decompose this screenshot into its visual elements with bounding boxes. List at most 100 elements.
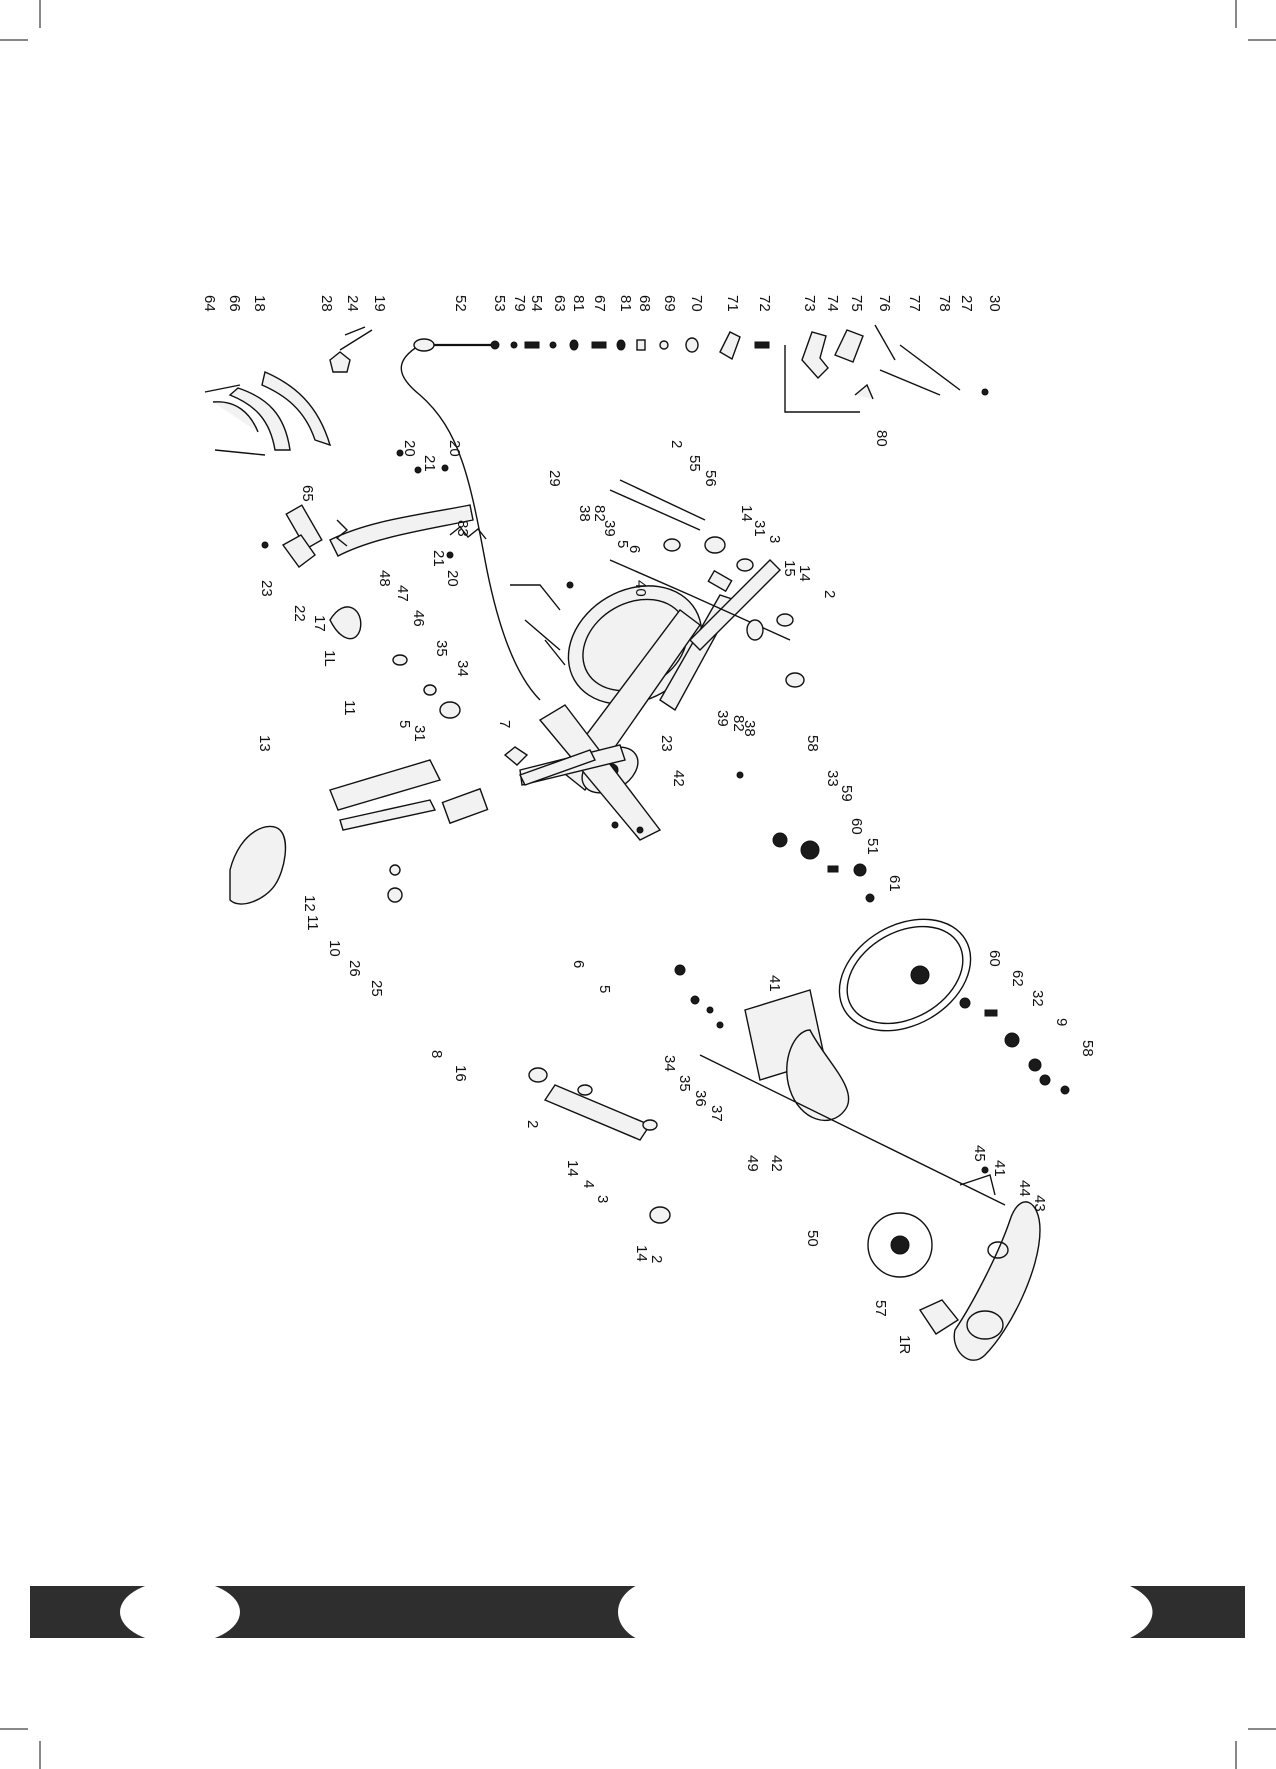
rear-stabilizer [528, 1067, 671, 1224]
bolt-38b [736, 771, 744, 779]
part-label-73: 73 [801, 295, 818, 312]
part-73 [801, 331, 829, 380]
stabilizer-bar-4 [543, 1084, 652, 1141]
part-9a [1028, 1058, 1042, 1072]
handlebar-assembly [204, 326, 373, 550]
part-70 [685, 337, 699, 353]
part-label-76: 76 [876, 295, 893, 312]
foot-2d [649, 1206, 671, 1224]
part-label-66: 66 [226, 295, 243, 312]
part-label-20a: 20 [401, 440, 418, 457]
part-label-5c: 5 [596, 985, 613, 993]
part-label-39a: 39 [601, 520, 618, 537]
part-label-47: 47 [394, 585, 411, 602]
part-label-43: 43 [1031, 1195, 1048, 1212]
part-32 [1004, 1032, 1020, 1048]
part-label-42b: 42 [768, 1155, 785, 1172]
part-14b [776, 613, 794, 627]
part-label-2d: 2 [648, 1255, 665, 1263]
part-label-50: 50 [804, 1230, 821, 1247]
bolt-21a [414, 466, 422, 474]
part-label-34b: 34 [661, 1055, 678, 1072]
bracket-45 [959, 1174, 996, 1196]
part-label-37: 37 [708, 1105, 725, 1122]
part-label-70: 70 [688, 295, 705, 312]
part-41b [981, 1166, 989, 1174]
foot-2b [785, 672, 805, 688]
part-label-19: 19 [371, 295, 388, 312]
foot-2a [663, 538, 681, 552]
flywheel-40 [567, 585, 703, 705]
part-label-79: 79 [511, 295, 528, 312]
part-label-82a: 82 [591, 505, 608, 522]
part-label-53: 53 [491, 295, 508, 312]
part-label-58a: 58 [804, 735, 821, 752]
part-label-33: 33 [824, 770, 841, 787]
part-label-10: 10 [326, 940, 343, 957]
part-label-23a: 23 [258, 580, 275, 597]
part-label-56: 56 [702, 470, 719, 487]
part-label-3b: 3 [594, 1195, 611, 1203]
handlebar-end-64 [204, 384, 241, 393]
part-62 [984, 1009, 998, 1017]
bracket-22 [281, 534, 316, 568]
part-label-1L: 1L [321, 650, 338, 667]
seat-tube-16 [519, 749, 596, 786]
part-label-14a: 14 [738, 505, 755, 522]
part-label-52: 52 [452, 295, 469, 312]
part-label-20b: 20 [446, 440, 463, 457]
part-label-51: 51 [864, 838, 881, 855]
part-label-54: 54 [528, 295, 545, 312]
drive-axis-line [699, 1054, 1006, 1206]
cover-hub-hole [966, 1310, 1004, 1340]
part-label-35a: 35 [433, 640, 450, 657]
part-label-23b: 23 [658, 735, 675, 752]
part-37 [716, 1021, 724, 1029]
wheel-61 [838, 918, 972, 1032]
part-label-11a: 11 [341, 700, 358, 716]
tension-parts-row [490, 324, 989, 413]
part-label-6b: 6 [570, 960, 587, 968]
chainring-57 [867, 1212, 933, 1278]
part-label-24: 24 [344, 295, 361, 312]
part-label-30: 30 [986, 295, 1003, 312]
part-label-57: 57 [872, 1300, 889, 1317]
part-label-9: 9 [1053, 1018, 1070, 1026]
part-59 [827, 865, 839, 873]
part-label-27: 27 [958, 295, 975, 312]
knob-7 [503, 746, 529, 766]
part-53 [490, 340, 500, 350]
part-label-11b: 11 [304, 915, 321, 931]
bolt-23a [261, 541, 269, 549]
part-label-45: 45 [971, 1145, 988, 1162]
part-label-41b: 41 [991, 1160, 1008, 1177]
pedal-1L [329, 606, 362, 640]
part-58a [772, 832, 788, 848]
part-label-5b: 5 [396, 720, 413, 728]
part-14a [736, 558, 754, 572]
part-34a [439, 701, 461, 719]
wheel-hub [910, 965, 930, 985]
seat-rail-10 [339, 799, 437, 831]
part-label-60b: 60 [986, 950, 1003, 967]
pad-65 [285, 504, 323, 550]
frame-tube [538, 704, 662, 841]
part-15 [746, 619, 764, 641]
part-9b [1039, 1074, 1051, 1086]
part-label-32: 32 [1029, 990, 1046, 1007]
part-label-20c: 20 [444, 570, 461, 587]
part-label-80: 80 [873, 430, 890, 447]
part-label-42a: 42 [670, 770, 687, 787]
bolt-6 [611, 821, 619, 829]
part-label-62: 62 [1009, 970, 1026, 987]
part-36 [706, 1006, 714, 1014]
part-79 [510, 341, 518, 349]
part-label-74: 74 [824, 295, 841, 312]
part-label-48: 48 [376, 570, 393, 587]
chain-guard-cover [953, 1201, 1041, 1361]
main-frame [510, 479, 791, 841]
seat-post-8 [441, 787, 489, 825]
part-label-59: 59 [838, 785, 855, 802]
part-label-61: 61 [886, 875, 903, 892]
